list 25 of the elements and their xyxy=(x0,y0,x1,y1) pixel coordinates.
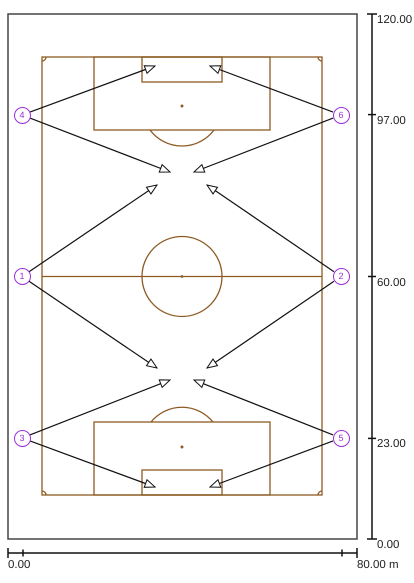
scale-label: 120.00 xyxy=(377,14,412,26)
arrow xyxy=(194,379,334,436)
callout-number: 2 xyxy=(332,268,350,285)
arrow xyxy=(30,440,156,488)
scale-label: 0.00 xyxy=(8,558,30,572)
arrow xyxy=(210,440,334,488)
callout-number: 1 xyxy=(14,268,30,285)
scale-label: 80.00 m xyxy=(357,558,399,572)
arrow xyxy=(206,184,334,272)
callout-number: 3 xyxy=(14,430,30,446)
scale-label: 23.00 xyxy=(377,438,406,450)
scale-label: 60.00 xyxy=(377,276,406,290)
arrow xyxy=(28,280,158,368)
arrow xyxy=(28,184,158,272)
callout-number: 4 xyxy=(14,106,30,124)
callout-number: 5 xyxy=(332,430,350,446)
callout-number: 6 xyxy=(332,106,350,124)
arrow xyxy=(30,65,156,113)
scale-label: 0.00 xyxy=(377,538,400,552)
scale-label: 97.00 xyxy=(377,114,406,128)
arrow xyxy=(210,65,334,113)
arrow xyxy=(206,280,334,368)
arrow xyxy=(194,118,334,173)
arrow xyxy=(30,379,170,436)
arrow xyxy=(30,118,170,173)
